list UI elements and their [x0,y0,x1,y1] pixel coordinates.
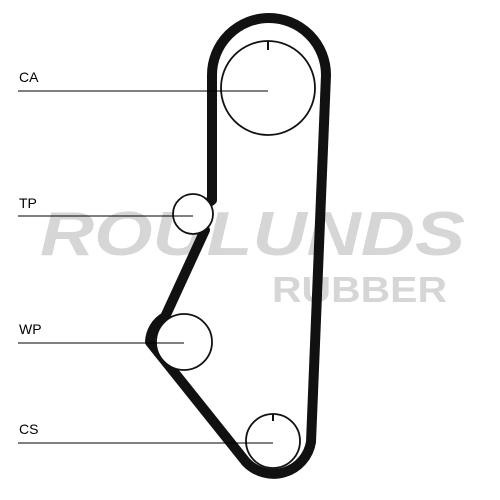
water-pump-pulley [155,313,213,371]
watermark-roulunds: ROULUNDS [40,200,465,269]
leader-lines [18,90,273,444]
watermark-rubber: RUBBER [272,269,447,310]
label-wp: WP [19,321,42,337]
label-ca: CA [19,69,39,85]
timing-belt [145,13,331,479]
crankshaft-pulley [245,413,301,469]
camshaft-pulley [220,40,316,136]
roulunds-rubber-watermark: ROULUNDS RUBBER [40,200,465,310]
label-tp: TP [19,195,37,211]
timing-belt-path [145,13,331,479]
pulleys [155,40,316,469]
tensioner-pulley [172,193,214,235]
label-cs: CS [19,421,39,437]
